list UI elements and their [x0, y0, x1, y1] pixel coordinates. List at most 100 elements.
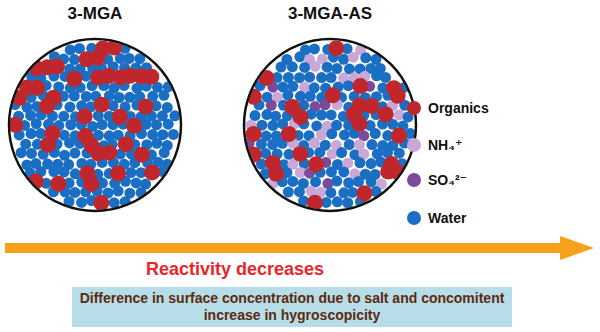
legend-swatch — [407, 101, 421, 115]
molecule-dot — [69, 148, 80, 159]
molecule-dot — [326, 166, 337, 177]
particle-circle: 3-MGA-AS — [242, 0, 418, 215]
molecule-dot — [49, 58, 65, 74]
molecule-dot — [343, 80, 354, 91]
molecule-dot — [305, 91, 316, 102]
molecule-dot — [378, 106, 394, 122]
molecule-dot — [292, 146, 308, 162]
molecule-dot — [339, 129, 350, 140]
molecule-dot — [351, 116, 367, 132]
molecule-dot — [113, 186, 124, 197]
molecule-dot — [356, 185, 372, 201]
molecule-dot — [69, 54, 80, 65]
molecule-dot — [299, 62, 310, 73]
molecule-dot — [338, 166, 349, 177]
molecule-dot — [294, 51, 305, 62]
molecule-dot — [48, 166, 59, 177]
molecule-dot — [352, 78, 368, 94]
droplet-fill — [9, 39, 181, 211]
molecule-dot — [141, 119, 152, 130]
molecule-dot — [304, 72, 315, 83]
molecule-dot — [354, 139, 365, 150]
molecule-dot — [326, 109, 337, 120]
legend-swatch — [407, 138, 421, 152]
molecule-dot — [310, 176, 321, 187]
molecule-dot — [308, 156, 324, 172]
molecule-dot — [26, 128, 37, 139]
molecule-dot — [331, 176, 342, 187]
molecule-dot — [316, 110, 327, 121]
droplet-fill — [244, 39, 416, 211]
particle-illustration — [242, 35, 418, 215]
molecule-dot — [380, 72, 391, 83]
molecule-dot — [366, 158, 377, 169]
molecule-dot — [326, 128, 337, 139]
molecule-dot — [168, 129, 179, 140]
molecule-dot — [89, 50, 105, 66]
molecule-dot — [69, 187, 80, 198]
legend-swatch — [407, 173, 421, 187]
molecule-dot — [283, 187, 294, 198]
molecule-dot — [50, 176, 66, 192]
molecule-dot — [344, 139, 355, 150]
molecule-dot — [287, 176, 298, 187]
molecule-dot — [65, 44, 76, 55]
molecule-dot — [39, 98, 55, 114]
molecule-dot — [348, 52, 359, 63]
molecule-dot — [325, 87, 341, 103]
molecule-dot — [354, 157, 365, 168]
molecule-dot — [394, 148, 405, 159]
molecule-dot — [118, 136, 134, 152]
molecule-dot — [97, 119, 108, 130]
molecule-dot — [310, 61, 321, 72]
molecule-dot — [64, 102, 75, 113]
molecule-dot — [287, 61, 298, 72]
droplet-heading: 3-MGA-AS — [242, 4, 418, 24]
molecule-dot — [343, 177, 354, 188]
molecule-dot — [309, 138, 320, 149]
molecule-dot — [364, 98, 380, 114]
molecule-dot — [77, 108, 93, 124]
droplet-outline — [244, 39, 416, 211]
molecule-dot — [151, 138, 162, 149]
molecule-dot — [338, 54, 349, 65]
molecule-dot — [246, 126, 262, 142]
molecule-dot — [391, 128, 407, 144]
molecule-dot — [159, 147, 170, 158]
molecule-dot — [316, 72, 327, 83]
molecule-dot — [309, 43, 320, 54]
molecule-dot — [29, 80, 45, 96]
molecule-dot — [144, 164, 160, 180]
molecule-dot — [65, 119, 76, 130]
molecule-dot — [325, 187, 336, 198]
molecule-dot — [250, 110, 261, 121]
molecule-dot — [360, 52, 371, 63]
molecule-dot — [328, 40, 344, 56]
particle-illustration — [7, 35, 183, 215]
molecule-dot — [332, 196, 343, 207]
molecule-dot — [134, 147, 150, 163]
molecule-dot — [151, 119, 162, 130]
molecule-dot — [143, 69, 159, 85]
molecule-dot — [163, 119, 174, 130]
molecule-dot — [322, 62, 333, 73]
molecule-dot — [292, 109, 308, 125]
molecule-dot — [294, 72, 305, 83]
molecule-dot — [370, 128, 381, 139]
summary-text: Difference in surface concentration due … — [78, 290, 506, 324]
molecule-dot — [276, 62, 287, 73]
legend-label: Organics — [428, 99, 489, 117]
molecule-dot — [326, 72, 337, 83]
molecule-dot — [64, 137, 75, 148]
legend-label: SO₄²⁻ — [428, 171, 467, 189]
molecule-dot — [281, 126, 297, 142]
molecule-dot — [66, 71, 82, 87]
molecule-dot — [131, 177, 142, 188]
trend-arrow — [5, 236, 594, 260]
molecule-dot — [16, 147, 27, 158]
molecule-dot — [26, 148, 37, 159]
molecule-dot — [93, 195, 109, 211]
legend-entry: NH₄⁺ — [405, 136, 525, 154]
molecule-dot — [336, 147, 347, 158]
molecule-dot — [83, 176, 99, 192]
